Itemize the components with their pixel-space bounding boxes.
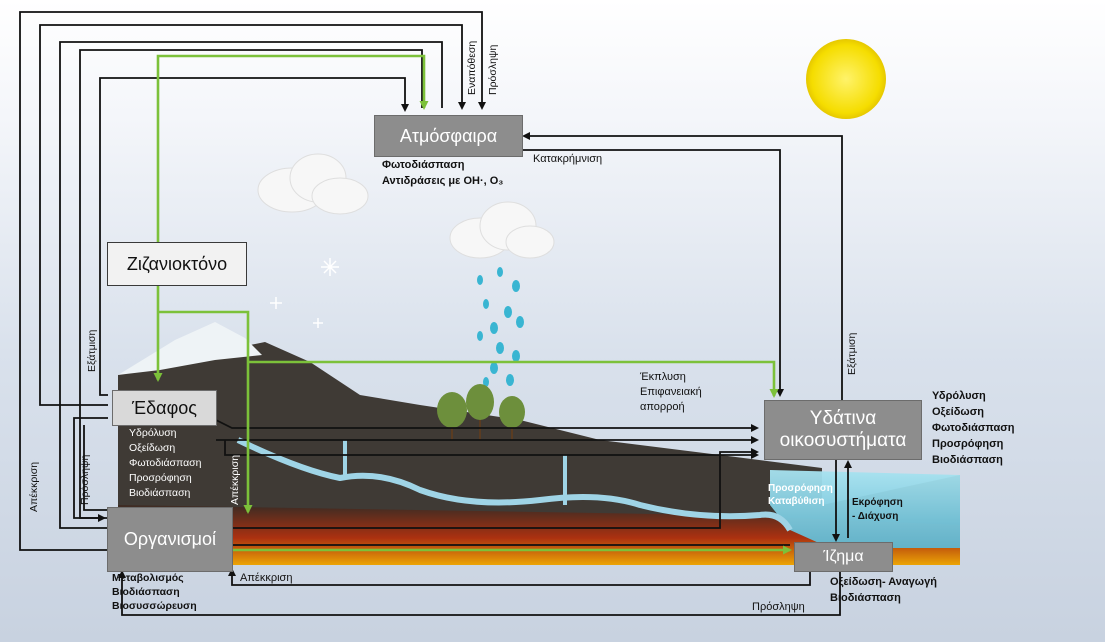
sediment-box: Ίζημα — [794, 542, 893, 572]
desorption-line-1: Εκρόφηση — [852, 497, 903, 508]
organism-process-3: Βιοσυσσώρευση — [112, 600, 197, 612]
runoff-line-2: Επιφανειακή — [640, 386, 702, 398]
runoff-label: Έκπλυση Επιφανειακή απορροή — [640, 370, 702, 415]
trees-icon — [437, 384, 525, 428]
atmosphere-box: Ατμόσφαιρα — [374, 115, 523, 157]
organisms-box: Οργανισμοί — [107, 507, 233, 572]
aquatic-process-5: Βιοδιάσπαση — [932, 454, 1003, 466]
excretion-bottom-label: Απέκκριση — [240, 572, 293, 584]
sorption-label: Προσρόφηση Καταβύθιση — [768, 482, 833, 508]
evaporation-left-label: Εξάτμιση — [86, 329, 98, 372]
sorption-line-1: Προσρόφηση — [768, 483, 833, 494]
atmosphere-processes: Φωτοδιάσπαση Αντιδράσεις με OH·, O₃ — [382, 157, 503, 189]
soil-box: Έδαφος — [112, 390, 217, 426]
lake-water — [770, 470, 960, 548]
soil-process-4: Προσρόφηση — [129, 472, 192, 484]
aquatic-box-line-2: οικοσυστήματα — [779, 430, 907, 451]
sediment-processes: Οξείδωση- Αναγωγή Βιοδιάσπαση — [830, 574, 937, 606]
uptake-left-label: Πρόσληψη — [79, 454, 91, 505]
soil-processes: Υδρόλυση Οξείδωση Φωτοδιάσπαση Προσρόφησ… — [129, 426, 201, 501]
soil-process-2: Οξείδωση — [129, 442, 176, 454]
snowflake-icon — [270, 258, 339, 328]
rain-cloud-icon — [449, 201, 555, 259]
cloud-icon — [257, 153, 369, 215]
deposition-label: Εναπόθεση — [466, 40, 478, 95]
uptake-bottom-label: Πρόσληψη — [752, 601, 805, 613]
soil-process-1: Υδρόλυση — [129, 427, 177, 439]
organism-process-1: Μεταβολισμός — [112, 572, 184, 584]
evaporation-right-label: Εξάτμιση — [846, 332, 858, 375]
atmosphere-process-2: Αντιδράσεις με OH·, O₃ — [382, 175, 504, 187]
soil-process-5: Βιοδιάσπαση — [129, 487, 191, 499]
raindrops-icon — [477, 267, 524, 387]
sediment-process-1: Οξείδωση- Αναγωγή — [830, 576, 937, 588]
aquatic-ecosystems-box: Υδάτινα οικοσυστήματα — [764, 400, 922, 460]
desorption-label: Εκρόφηση - Διάχυση — [852, 496, 903, 524]
aquatic-process-4: Προσρόφηση — [932, 438, 1004, 450]
desorption-line-2: - Διάχυση — [852, 511, 899, 522]
runoff-line-1: Έκπλυση — [640, 371, 686, 383]
excretion-mid-label: Απέκκριση — [229, 454, 241, 505]
precipitation-label: Κατακρήμνιση — [533, 153, 603, 165]
runoff-line-3: απορροή — [640, 401, 685, 413]
groundwater-stream — [236, 437, 793, 532]
herbicide-box: Ζιζανιοκτόνο — [107, 242, 247, 286]
sediment-process-2: Βιοδιάσπαση — [830, 592, 901, 604]
sun-icon — [806, 39, 886, 119]
aquatic-processes: Υδρόλυση Οξείδωση Φωτοδιάσπαση Προσρόφησ… — [932, 388, 1014, 468]
aquatic-process-1: Υδρόλυση — [932, 390, 986, 402]
soil-process-3: Φωτοδιάσπαση — [129, 457, 202, 469]
organism-process-2: Βιοδιάσπαση — [112, 586, 180, 598]
mountain-snow — [118, 322, 262, 375]
excretion-left-label: Απέκκριση — [28, 461, 40, 512]
sorption-line-2: Καταβύθιση — [768, 496, 825, 507]
uptake-top-label: Πρόσληψη — [487, 44, 499, 95]
organism-processes: Μεταβολισμός Βιοδιάσπαση Βιοσυσσώρευση — [112, 571, 197, 613]
aquatic-process-3: Φωτοδιάσπαση — [932, 422, 1015, 434]
aquatic-box-line-1: Υδάτινα — [809, 408, 877, 430]
aquatic-process-2: Οξείδωση — [932, 406, 984, 418]
atmosphere-process-1: Φωτοδιάσπαση — [382, 159, 465, 171]
